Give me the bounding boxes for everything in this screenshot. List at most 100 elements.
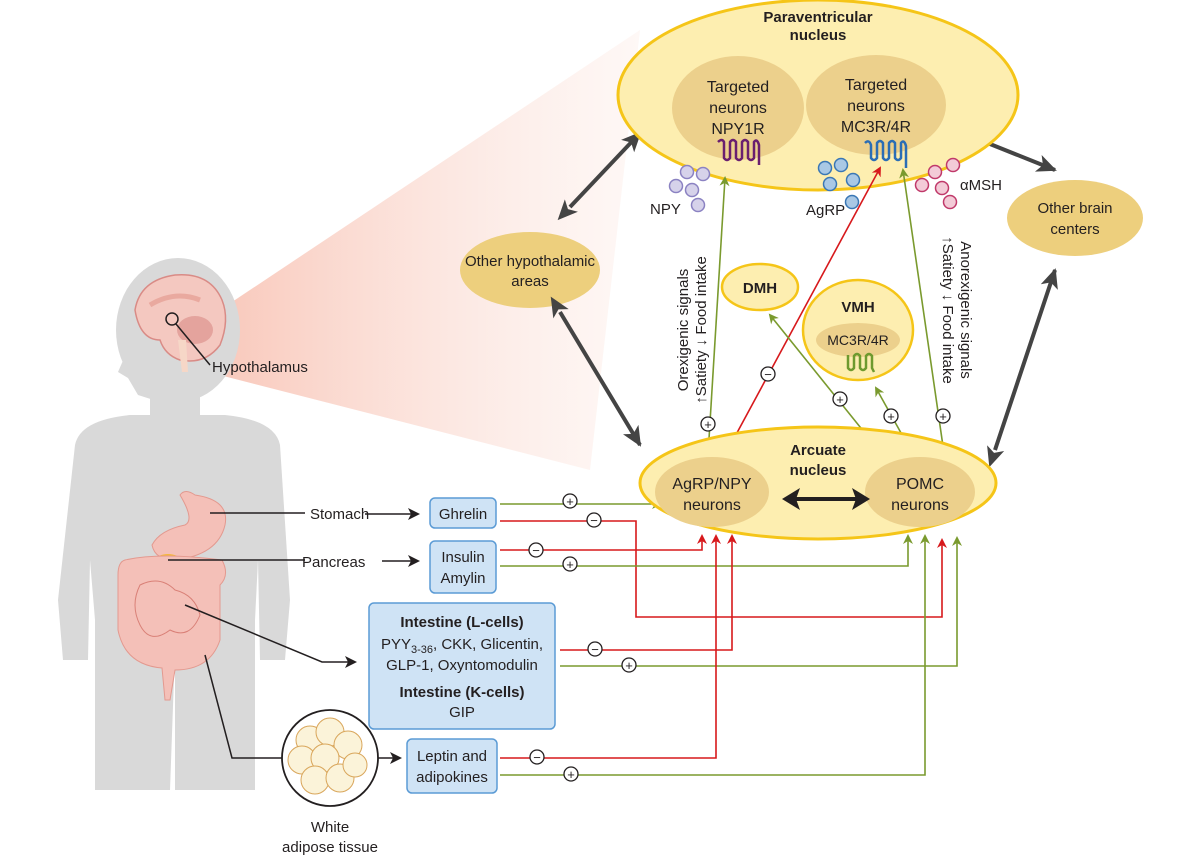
minus-sign: − bbox=[760, 366, 776, 382]
pancreas-label: Pancreas bbox=[302, 554, 365, 571]
hypothalamus-label: Hypothalamus bbox=[212, 359, 308, 376]
other-brain-centers[interactable]: Other brain centers bbox=[1007, 180, 1143, 256]
bidirectional-arrows bbox=[550, 131, 1058, 468]
pvn-title-1: Paraventricular bbox=[763, 9, 872, 26]
npy-vesicles bbox=[668, 164, 711, 213]
svg-text:+: + bbox=[567, 767, 575, 782]
mc3r-line-3: MC3R/4R bbox=[841, 119, 911, 136]
agrp-to-mc3r-line bbox=[724, 166, 881, 456]
svg-text:−: − bbox=[532, 543, 540, 558]
svg-text:+: + bbox=[939, 409, 947, 424]
leptin-stim-line bbox=[500, 534, 930, 776]
insulin-label: Insulin bbox=[441, 549, 484, 566]
zoom-cone bbox=[190, 30, 640, 470]
minus-sign: − bbox=[587, 641, 603, 657]
plus-sign: + bbox=[562, 493, 578, 509]
hypothalamus-marker bbox=[165, 312, 179, 326]
svg-text:+: + bbox=[566, 494, 574, 509]
agrp-pomc-bidirectional-arrow bbox=[782, 488, 870, 510]
intestine-l-title: Intestine (L-cells) bbox=[400, 614, 523, 631]
agrp-vesicles bbox=[817, 157, 861, 210]
anorexigenic-label: Anorexigenic signals ↑Satiety ↓ Food int… bbox=[939, 236, 974, 384]
intestine-stim-line bbox=[560, 536, 962, 667]
arcuate-output-signs: + − + + + bbox=[700, 366, 951, 432]
adipose-label-line2: adipose tissue bbox=[282, 839, 378, 856]
mc3r4r-receptor-icon bbox=[864, 139, 908, 168]
svg-text:Orexigenic signals: Orexigenic signals bbox=[675, 269, 692, 392]
sign-markers: + − − + − + − + bbox=[528, 493, 637, 782]
other-hypothalamic-areas[interactable]: Other hypothalamic areas bbox=[460, 232, 600, 308]
svg-text:+: + bbox=[566, 557, 574, 572]
plus-sign: + bbox=[621, 657, 637, 673]
agrp-npy-line-1: AgRP/NPY bbox=[672, 476, 751, 493]
brain-illustration bbox=[134, 273, 227, 372]
plus-sign: + bbox=[883, 408, 899, 424]
agrp-npy-neurons[interactable]: AgRP/NPY neurons bbox=[655, 457, 769, 527]
vmh-receptor-label: MC3R/4R bbox=[827, 332, 888, 348]
mc3r-line-2: neurons bbox=[847, 98, 905, 115]
arcuate-title-1: Arcuate bbox=[790, 442, 846, 459]
leptin-box[interactable]: Leptin and adipokines bbox=[406, 738, 498, 794]
insulin-amylin-box[interactable]: Insulin Amylin bbox=[429, 540, 497, 594]
dmh-nucleus[interactable]: DMH bbox=[720, 262, 800, 312]
intestine-l-line1: PYY3-36, CKK, Glicentin, bbox=[381, 636, 543, 656]
npy1r-line-2: neurons bbox=[709, 100, 767, 117]
pomc-neurons[interactable]: POMC neurons bbox=[865, 457, 975, 527]
svg-text:+: + bbox=[625, 658, 633, 673]
agrp-npy-line-2: neurons bbox=[683, 497, 741, 514]
dmh-label: DMH bbox=[743, 280, 777, 297]
mc3r-line-1: Targeted bbox=[845, 77, 907, 94]
minus-sign: − bbox=[586, 512, 602, 528]
insulin-inhib-line bbox=[500, 534, 707, 551]
adipokines-label: adipokines bbox=[416, 769, 488, 786]
svg-text:Anorexigenic signals: Anorexigenic signals bbox=[957, 241, 974, 379]
svg-text:−: − bbox=[764, 367, 772, 382]
amylin-label: Amylin bbox=[440, 570, 485, 587]
ghrelin-label: Ghrelin bbox=[439, 506, 487, 523]
minus-sign: − bbox=[528, 542, 544, 558]
plus-sign: + bbox=[935, 408, 951, 424]
pvn-npy1r-neurons[interactable]: Targeted neurons NPY1R bbox=[672, 56, 804, 165]
intestine-inhib-line bbox=[560, 534, 737, 651]
plus-sign: + bbox=[700, 416, 716, 432]
pvn-hypothalamic-arrow bbox=[557, 131, 642, 221]
adipose-label-line1: White bbox=[311, 819, 349, 836]
other-brain-label-1: Other brain bbox=[1037, 200, 1112, 217]
ghrelin-box[interactable]: Ghrelin bbox=[429, 497, 497, 529]
intestine-box[interactable]: Intestine (L-cells) PYY3-36, CKK, Glicen… bbox=[368, 602, 556, 730]
arcuate-brain-arrow bbox=[987, 268, 1058, 468]
agrp-label: AgRP bbox=[806, 202, 845, 219]
pomc-line-2: neurons bbox=[891, 497, 949, 514]
insulin-stim-line bbox=[500, 534, 913, 567]
intestine-k-line: GIP bbox=[449, 704, 475, 721]
leptin-label: Leptin and bbox=[417, 748, 487, 765]
npy1r-receptor-icon bbox=[717, 138, 761, 165]
other-hypothalamic-label-1: Other hypothalamic bbox=[465, 253, 596, 270]
plus-sign: + bbox=[563, 766, 579, 782]
plus-sign: + bbox=[832, 391, 848, 407]
pvn-title-2: nucleus bbox=[790, 27, 847, 44]
svg-text:↑Satiety ↓ Food intake: ↑Satiety ↓ Food intake bbox=[939, 236, 956, 384]
svg-text:+: + bbox=[704, 417, 712, 432]
svg-text:−: − bbox=[590, 513, 598, 528]
npy-label: NPY bbox=[650, 201, 681, 218]
other-brain-label-2: centers bbox=[1050, 221, 1099, 238]
arcuate-title-2: nucleus bbox=[790, 462, 847, 479]
hormone-signal-lines bbox=[500, 499, 962, 776]
svg-text:+: + bbox=[887, 409, 895, 424]
vmh-receptor-icon bbox=[846, 352, 876, 373]
stomach-label: Stomach bbox=[310, 506, 369, 523]
amsh-vesicles bbox=[914, 157, 961, 210]
other-hypothalamic-label-2: areas bbox=[511, 273, 549, 290]
pvn-mc3r4r-neurons[interactable]: Targeted neurons MC3R/4R bbox=[806, 55, 946, 168]
vmh-title: VMH bbox=[841, 299, 874, 316]
plus-sign: + bbox=[562, 556, 578, 572]
pvn-brain-arrow bbox=[963, 132, 1057, 172]
vmh-nucleus[interactable]: VMH MC3R/4R bbox=[801, 278, 915, 382]
intestine-k-title: Intestine (K-cells) bbox=[399, 684, 524, 701]
amsh-label: αMSH bbox=[960, 177, 1002, 194]
pomc-line-1: POMC bbox=[896, 476, 944, 493]
minus-sign: − bbox=[529, 749, 545, 765]
leptin-inhib-line bbox=[500, 534, 721, 759]
